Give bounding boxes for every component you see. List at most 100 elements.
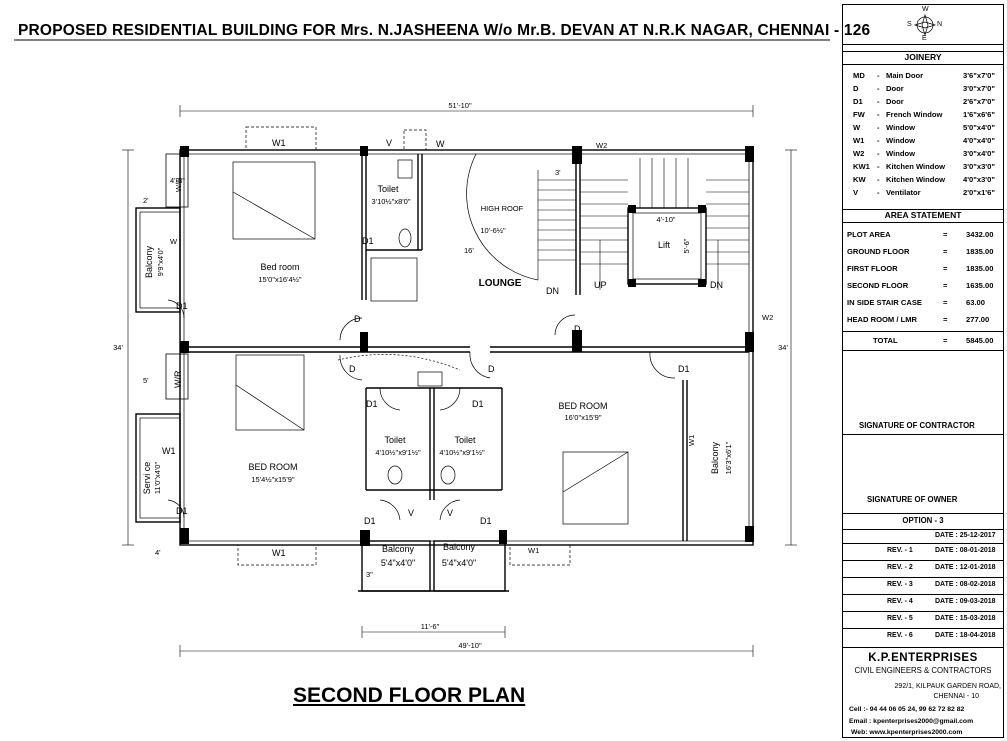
tag-w1: W1 [272, 548, 286, 558]
room-toilet1-label: Toilet [377, 184, 399, 194]
lift-height: 5'-6" [682, 238, 691, 253]
joinery-code: W [853, 123, 861, 132]
compass-w: W [922, 6, 929, 13]
area-row: IN SIDE STAIR CASE=63.00 [847, 298, 986, 307]
revision-row: REV. - 4 DATE : 09-03-2018 [843, 594, 1003, 610]
dim-right: 34' [778, 343, 788, 352]
joinery-code: KW [853, 175, 866, 184]
revision-label: REV. - 6 [887, 632, 913, 639]
dim-bottom: 49'-10" [458, 641, 482, 650]
revision-date: DATE : 12-01-2018 [935, 564, 996, 571]
company-address2: CHENNAI - 10 [933, 693, 979, 700]
compass-e: E [922, 35, 927, 42]
dim-4: 4' [155, 548, 161, 557]
joinery-code: FW [853, 110, 865, 119]
area-total-row: TOTAL = 5845.00 [843, 331, 1003, 351]
tag-d1: D1 [480, 516, 492, 526]
dim-left: 34' [113, 343, 123, 352]
revision-date: DATE : 08-02-2018 [935, 581, 996, 588]
area-row: FIRST FLOOR=1835.00 [847, 264, 994, 273]
joinery-size: 1'6"x6'6" [963, 110, 995, 119]
tag-d1: D1 [176, 301, 188, 311]
area-row: PLOT AREA=3432.00 [847, 230, 994, 239]
opening-tags: W1 W1 W1 W1 W1 W2 W2 W W V V V D D D D D… [162, 138, 773, 558]
area-heading: AREA STATEMENT [843, 209, 1003, 223]
revision-label: REV. - 4 [887, 598, 913, 605]
lift-width: 4'-10" [656, 215, 675, 224]
tag-w1: W1 [528, 546, 539, 555]
columns [180, 146, 754, 546]
room-balcony-b1-size: 5'4"x4'0" [381, 558, 415, 568]
revision-label: REV. - 3 [887, 581, 913, 588]
room-bed2-size: 15'4½"x15'9" [251, 475, 295, 484]
tag-d: D [349, 364, 356, 374]
joinery-name: Window [886, 149, 916, 158]
room-bed2-label: BED ROOM [248, 462, 297, 472]
room-bed1-label: Bed room [260, 262, 299, 272]
tag-w1: W1 [272, 138, 286, 148]
joinery-name: French Window [886, 110, 943, 119]
company-cell: Cell :- 94 44 06 05 24, 99 62 72 82 82 [849, 706, 965, 713]
dimension-lines [122, 105, 797, 657]
joinery-name: Window [886, 123, 916, 132]
joinery-code: D [853, 84, 859, 93]
area-row: HEAD ROOM / LMR=277.00 [847, 315, 990, 324]
room-balcony-b2-label: Balcony [443, 542, 476, 552]
area-row: SECOND FLOOR=1635.00 [847, 281, 994, 290]
room-toilet1-size: 3'10½"x8'0" [371, 197, 410, 206]
revision-row: REV. - 3 DATE : 08-02-2018 [843, 577, 1003, 593]
joinery-size: 3'0"x3'0" [963, 162, 995, 171]
floor-plan-drawing: 51'-10" 49'-10" 34' 34' 11'-6" 4'-3" 2' … [14, 39, 830, 657]
joinery-name: Main Door [886, 71, 924, 80]
joinery-size: 4'0"x4'0" [963, 136, 995, 145]
tag-dn: DN [546, 286, 559, 296]
tag-d1: D1 [362, 236, 374, 246]
dim-top: 51'-10" [448, 101, 472, 110]
revision-date: DATE : 09-03-2018 [935, 598, 996, 605]
area-label: GROUND FLOOR [847, 247, 910, 256]
revision-label: REV. - 2 [887, 564, 913, 571]
area-value: 277.00 [966, 315, 990, 324]
joinery-size: 2'0"x1'6" [963, 188, 995, 197]
area-total-label: TOTAL [873, 336, 898, 345]
joinery-name: Kitchen Window [886, 175, 945, 184]
room-bed1-size: 15'0"x16'4½" [258, 275, 302, 284]
tag-d: D [354, 314, 361, 324]
revision-label: REV. - 5 [887, 615, 913, 622]
lift-label: Lift [658, 240, 671, 250]
dim-5: 5' [143, 376, 149, 385]
area-label: FIRST FLOOR [847, 264, 898, 273]
owner-signature-box: SIGNATURE OF OWNER [843, 435, 1003, 511]
company-address1: 292/1, KILPAUK GARDEN ROAD, [894, 683, 1001, 690]
dim-bottom-mid: 11'-6" [421, 622, 440, 631]
joinery-code: W2 [853, 149, 865, 158]
owner-signature-label: SIGNATURE OF OWNER [867, 495, 958, 504]
window-openings [237, 126, 571, 566]
tag-w: W [436, 139, 445, 149]
company-name: K.P.ENTERPRISES [868, 652, 978, 664]
tag-w1: W1 [687, 435, 696, 446]
revision-label: REV. - 1 [887, 547, 913, 554]
company-box: K.P.ENTERPRISES CIVIL ENGINEERS & CONTRA… [843, 647, 1003, 740]
area-value: 1835.00 [966, 247, 994, 256]
joinery-size: 3'0"x7'0" [963, 84, 995, 93]
tag-d1: D1 [366, 399, 378, 409]
tag-d: D [488, 364, 495, 374]
dim-4-3: 4'-3" [170, 176, 185, 185]
joinery-name: Ventilator [886, 188, 921, 197]
area-value: 1635.00 [966, 281, 994, 290]
area-value: 1835.00 [966, 264, 994, 273]
date-label: DATE : 25-12-2017 [935, 532, 996, 539]
tag-wr: W/R [173, 370, 183, 388]
tag-v: V [386, 138, 392, 148]
